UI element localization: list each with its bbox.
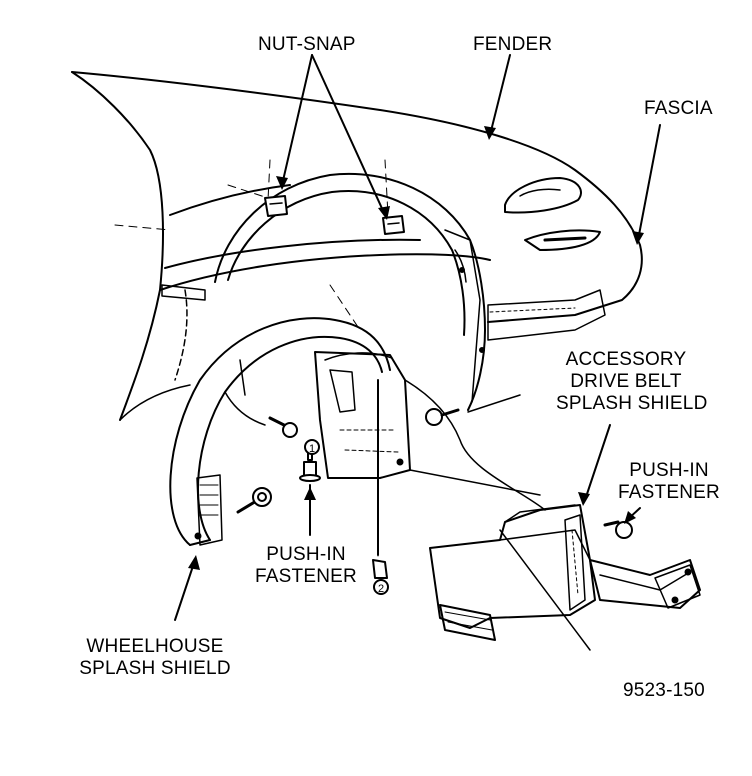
- screw-wheelhouse: [236, 487, 272, 514]
- screw-upper-left: [268, 416, 298, 438]
- leader-lines: [174, 54, 661, 621]
- accessory-shield-line-2: DRIVE BELT: [570, 371, 682, 392]
- push-in-fastener-right-label: PUSH-IN FASTENER: [614, 460, 724, 504]
- callout-2-number: 2: [378, 583, 384, 595]
- wheelhouse-splash-shield: [169, 317, 391, 546]
- wheelhouse-line-2: SPLASH SHIELD: [79, 658, 231, 679]
- nut-snap-label: NUT-SNAP: [258, 34, 356, 55]
- push-in-center-line-2: FASTENER: [255, 566, 357, 587]
- fender-label: FENDER: [473, 34, 553, 55]
- arrowheads: [188, 126, 644, 570]
- nut-snap-left: [264, 195, 288, 217]
- push-in-fastener-right: [603, 520, 633, 539]
- wheelhouse-shield-label: WHEELHOUSE SPLASH SHIELD: [75, 636, 235, 680]
- accessory-shield-line-1: ACCESSORY: [565, 349, 687, 370]
- push-in-right-line-1: PUSH-IN: [629, 460, 709, 481]
- wheelhouse-line-1: WHEELHOUSE: [86, 636, 224, 657]
- alignment-lines: [114, 159, 389, 557]
- push-in-right-line-2: FASTENER: [618, 482, 720, 503]
- callout-1: 1: [304, 439, 320, 455]
- callout-2: 2: [372, 559, 389, 595]
- fender: [71, 71, 643, 421]
- screw-inner: [425, 408, 460, 426]
- callout-1-number: 1: [309, 443, 315, 455]
- push-in-fastener-center-label: PUSH-IN FASTENER: [246, 544, 366, 588]
- accessory-shield-label: ACCESSORY DRIVE BELT SPLASH SHIELD: [556, 349, 708, 415]
- nut-snap-right: [382, 215, 405, 235]
- push-in-center-line-1: PUSH-IN: [266, 544, 346, 565]
- fascia-label: FASCIA: [644, 98, 713, 119]
- accessory-shield-line-3: SPLASH SHIELD: [556, 393, 708, 414]
- accessory-drive-belt-splash-shield: [429, 504, 701, 651]
- fascia: [467, 177, 606, 413]
- figure-number: 9523-150: [623, 680, 705, 701]
- inner-liner: [314, 351, 546, 511]
- wheel-opening: [214, 173, 486, 411]
